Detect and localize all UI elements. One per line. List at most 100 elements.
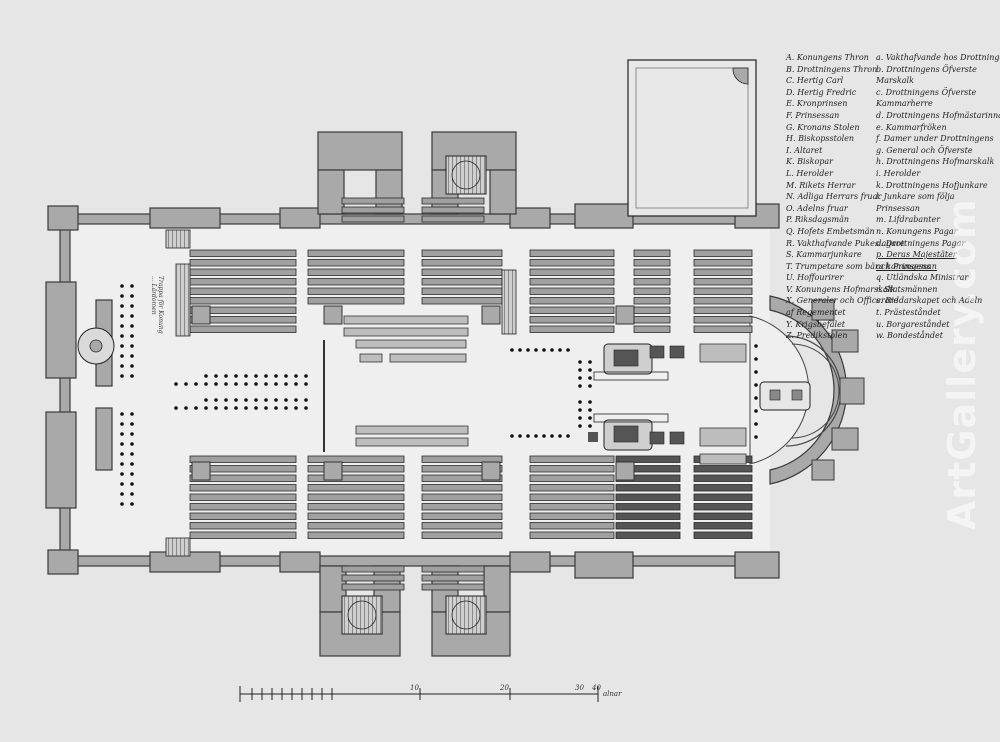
attendee-dot xyxy=(214,398,218,402)
attendee-dot xyxy=(130,482,134,486)
legend-right-entry: g. General och Öfverste xyxy=(876,145,973,155)
pew-row xyxy=(189,531,297,539)
attendee-dot xyxy=(274,382,278,386)
pew-row xyxy=(189,259,297,267)
attendee-dot xyxy=(284,398,288,402)
attendee-dot xyxy=(120,324,124,328)
attendee-markers xyxy=(120,284,758,506)
attendee-dot xyxy=(130,502,134,506)
legend-left-entry: D. Hertig Fredric xyxy=(786,87,857,97)
attendee-dot xyxy=(588,424,592,428)
pew-row xyxy=(341,215,405,223)
attendee-dot xyxy=(194,382,198,386)
west-stair xyxy=(77,327,115,365)
attendee-dot xyxy=(120,284,124,288)
attendee-dot xyxy=(558,348,562,352)
pew-row xyxy=(189,278,297,286)
pew-row xyxy=(615,522,681,530)
attendee-dot xyxy=(130,284,134,288)
scale-bar xyxy=(239,686,599,702)
attendee-dot xyxy=(294,406,298,410)
attendee-dot xyxy=(130,432,134,436)
attendee-dot xyxy=(254,374,258,378)
attendee-dot xyxy=(254,382,258,386)
attendee-dot xyxy=(120,334,124,338)
pew-row xyxy=(633,268,671,276)
attendee-dot xyxy=(264,398,268,402)
pew-row xyxy=(693,316,753,324)
pew-row xyxy=(189,474,297,482)
attendee-dot xyxy=(264,382,268,386)
pew-row xyxy=(421,259,503,267)
legend-right-entry: n. Konungens Pagar xyxy=(876,226,958,236)
legend-left-entry: H. Biskopsstolen xyxy=(786,134,855,144)
pew-row xyxy=(693,474,753,482)
attendee-dot xyxy=(254,406,258,410)
attendee-dot xyxy=(120,374,124,378)
legend-left-entry: A. Konungens Thron xyxy=(786,53,869,62)
attendee-dot xyxy=(510,434,514,438)
pew-row xyxy=(633,325,671,333)
legend-right-entry: a. Vakthafvande hos Drottningen xyxy=(876,53,1000,62)
pew-row xyxy=(421,206,485,214)
legend-right-entry: i. Herolder xyxy=(876,168,921,178)
pew-row xyxy=(633,316,671,324)
pew-row xyxy=(615,493,681,501)
corner-stairs xyxy=(165,229,517,557)
outer-walls xyxy=(45,203,780,579)
pew-row xyxy=(189,268,297,276)
pew-row xyxy=(615,531,681,539)
legend-left-entry: O. Adelns fruar xyxy=(786,203,848,213)
attendee-dot xyxy=(578,408,582,412)
pew-row xyxy=(307,287,405,295)
attendee-dot xyxy=(578,424,582,428)
pew-row xyxy=(189,325,297,333)
pew-row xyxy=(529,484,615,492)
pew-row xyxy=(693,249,753,257)
pew-row xyxy=(529,512,615,520)
attendee-dot xyxy=(234,382,238,386)
thrones xyxy=(588,343,685,451)
attendee-dot xyxy=(130,324,134,328)
attendee-dot xyxy=(588,376,592,380)
attendee-dot xyxy=(274,406,278,410)
pew-row xyxy=(529,503,615,511)
pew-row xyxy=(693,297,753,305)
attendee-dot xyxy=(588,384,592,388)
pew-row xyxy=(693,512,753,520)
attendee-dot xyxy=(204,398,208,402)
pew-row xyxy=(693,306,753,314)
legend-right-entry: Marskalk xyxy=(876,76,914,86)
attendee-dot xyxy=(224,374,228,378)
attendee-dot xyxy=(578,376,582,380)
attendee-dot xyxy=(264,374,268,378)
attendee-dot xyxy=(754,344,758,348)
pew-row xyxy=(421,512,503,520)
attendee-dot xyxy=(214,374,218,378)
pew-row xyxy=(529,465,615,473)
pew-row xyxy=(307,493,405,501)
pew-row xyxy=(529,531,615,539)
legend-left-entry: I. Altaret xyxy=(786,145,823,155)
attendee-dot xyxy=(130,412,134,416)
attendee-dot xyxy=(184,406,188,410)
scale-unit: alnar xyxy=(603,690,622,698)
pew-row xyxy=(421,493,503,501)
pew-row xyxy=(421,455,503,463)
pew-row xyxy=(189,287,297,295)
legend-left-entry: G. Kronans Stolen xyxy=(786,122,860,132)
attendee-dot xyxy=(130,452,134,456)
pew-row xyxy=(341,574,405,582)
attendee-dot xyxy=(754,357,758,361)
attendee-dot xyxy=(754,383,758,387)
apse xyxy=(749,295,865,485)
pew-row xyxy=(529,316,615,324)
attendee-dot xyxy=(284,406,288,410)
attendee-dot xyxy=(244,406,248,410)
attendee-dot xyxy=(578,360,582,364)
scale-label-4: 40 xyxy=(592,684,601,692)
legend-right-entry: och Prinsessan xyxy=(876,261,937,271)
pew-row xyxy=(341,583,405,591)
